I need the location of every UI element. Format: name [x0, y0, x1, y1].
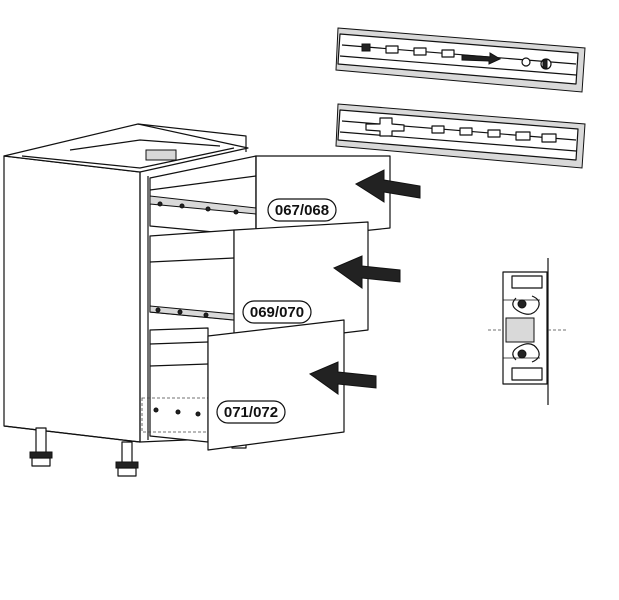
cabinet-leg-front-right — [115, 441, 139, 477]
push-arrow-icon-middle — [332, 255, 401, 289]
cabinet-carcass — [3, 123, 249, 443]
cabinet-leg-front-left — [29, 427, 53, 467]
label-bottom-drawer: 071/072 — [216, 400, 286, 424]
push-arrow-icon-bottom — [308, 361, 377, 395]
drawer-slide-rail-closed — [335, 27, 586, 93]
label-bottom-drawer-text: 071/072 — [224, 404, 278, 421]
drawer-slide-rail-open — [335, 103, 586, 169]
drawer-bottom — [141, 319, 345, 451]
rail-clip-detail — [488, 258, 568, 405]
label-top-drawer: 067/068 — [267, 198, 337, 222]
label-middle-drawer-text: 069/070 — [250, 304, 304, 321]
label-middle-drawer: 069/070 — [242, 300, 312, 324]
push-arrow-icon-top — [354, 169, 421, 203]
label-top-drawer-text: 067/068 — [275, 202, 329, 219]
